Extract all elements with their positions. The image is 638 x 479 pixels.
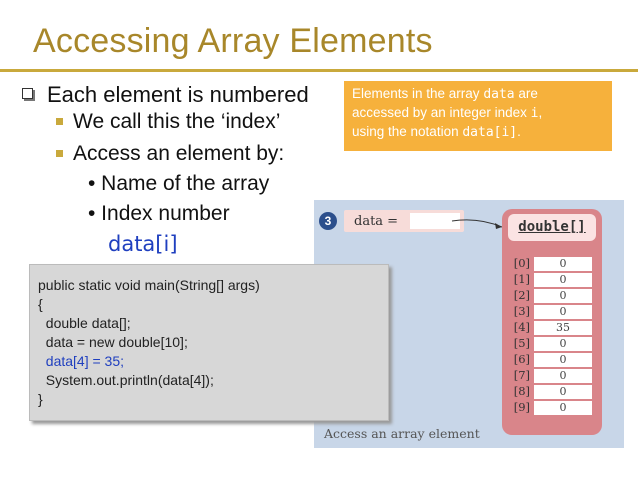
square-bullet-icon [56, 150, 63, 157]
array-row: [1]0 [504, 272, 600, 288]
code-line: data = new double[10]; [38, 334, 188, 350]
variable-reference-box [410, 213, 460, 229]
array-object: double[] [0]0 [1]0 [2]0 [3]0 [4]35 [5]0 … [502, 209, 602, 435]
step-number-badge: 3 [319, 212, 337, 230]
code-line: } [38, 391, 43, 407]
code-line: { [38, 296, 43, 312]
array-row: [8]0 [504, 384, 600, 400]
array-row: [7]0 [504, 368, 600, 384]
bullet-text: We call this the ‘index’ [73, 110, 281, 133]
code-line-highlighted: data[4] = 35; [38, 353, 125, 369]
array-row: [9]0 [504, 400, 600, 416]
slide-title: Accessing Array Elements [33, 22, 433, 60]
figure-caption: Access an array element [324, 426, 480, 441]
array-row: [6]0 [504, 352, 600, 368]
bullet-level2-index: We call this the ‘index’ [56, 110, 280, 134]
code-line: System.out.println(data[4]); [38, 372, 214, 388]
code-line: double data[]; [38, 315, 131, 331]
square-bullet-icon [22, 88, 33, 99]
title-divider [0, 69, 638, 72]
variable-label: data = [354, 214, 399, 229]
array-row: [5]0 [504, 336, 600, 352]
array-row: [2]0 [504, 288, 600, 304]
code-listing: public static void main(String[] args) {… [29, 264, 389, 421]
code-line: public static void main(String[] args) [38, 277, 260, 293]
reference-arrow-icon [451, 219, 503, 229]
bullet-level3-name: • Name of the array [88, 172, 270, 195]
array-row: [4]35 [504, 320, 600, 336]
callout-box: Elements in the array data are accessed … [344, 81, 612, 151]
bullet-text: Access an element by: [73, 142, 285, 165]
square-bullet-icon [56, 118, 63, 125]
array-row: [0]0 [504, 256, 600, 272]
bullet-text: Each element is numbered [47, 82, 309, 107]
notation-example: data[i] [108, 232, 178, 256]
array-type-header: double[] [508, 214, 596, 241]
array-row: [3]0 [504, 304, 600, 320]
bullet-level1: Each element is numbered [22, 82, 309, 108]
bullet-level2-access: Access an element by: [56, 142, 284, 166]
bullet-level3-index: • Index number [88, 202, 230, 225]
